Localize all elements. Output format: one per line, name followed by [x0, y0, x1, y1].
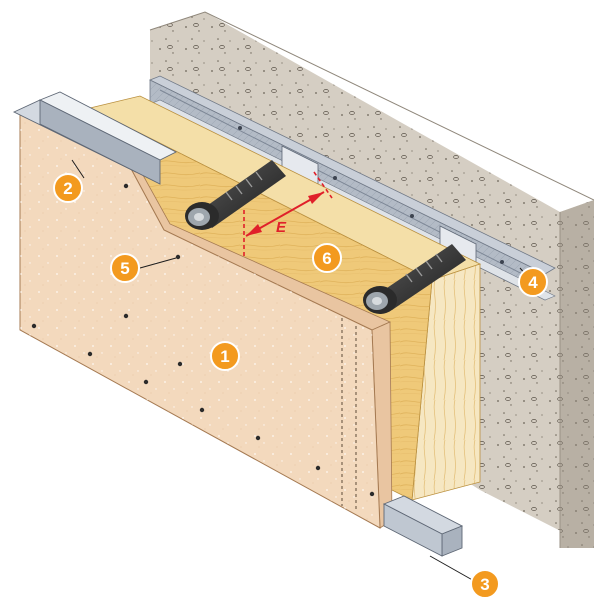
callout-1-label: 1 — [220, 347, 229, 366]
fastener-left — [185, 160, 286, 230]
callout-6: 6 — [312, 243, 342, 273]
callout-3: 3 — [470, 569, 500, 599]
callout-5-label: 5 — [120, 259, 129, 278]
callout-4: 4 — [518, 267, 548, 297]
callout-1: 1 — [210, 341, 240, 371]
callout-2: 2 — [53, 173, 83, 203]
callout-2-label: 2 — [63, 179, 72, 198]
fastener-right — [363, 244, 466, 314]
callout-6-label: 6 — [322, 249, 331, 268]
top-profile — [12, 91, 177, 185]
rail-brackets — [238, 126, 504, 267]
callout-3-label: 3 — [480, 575, 489, 594]
dimension-e: E — [243, 171, 333, 256]
callout-4-label: 4 — [528, 273, 538, 292]
callout-5: 5 — [110, 253, 140, 283]
dimension-label: E — [276, 219, 287, 236]
bottom-profile — [382, 495, 477, 583]
